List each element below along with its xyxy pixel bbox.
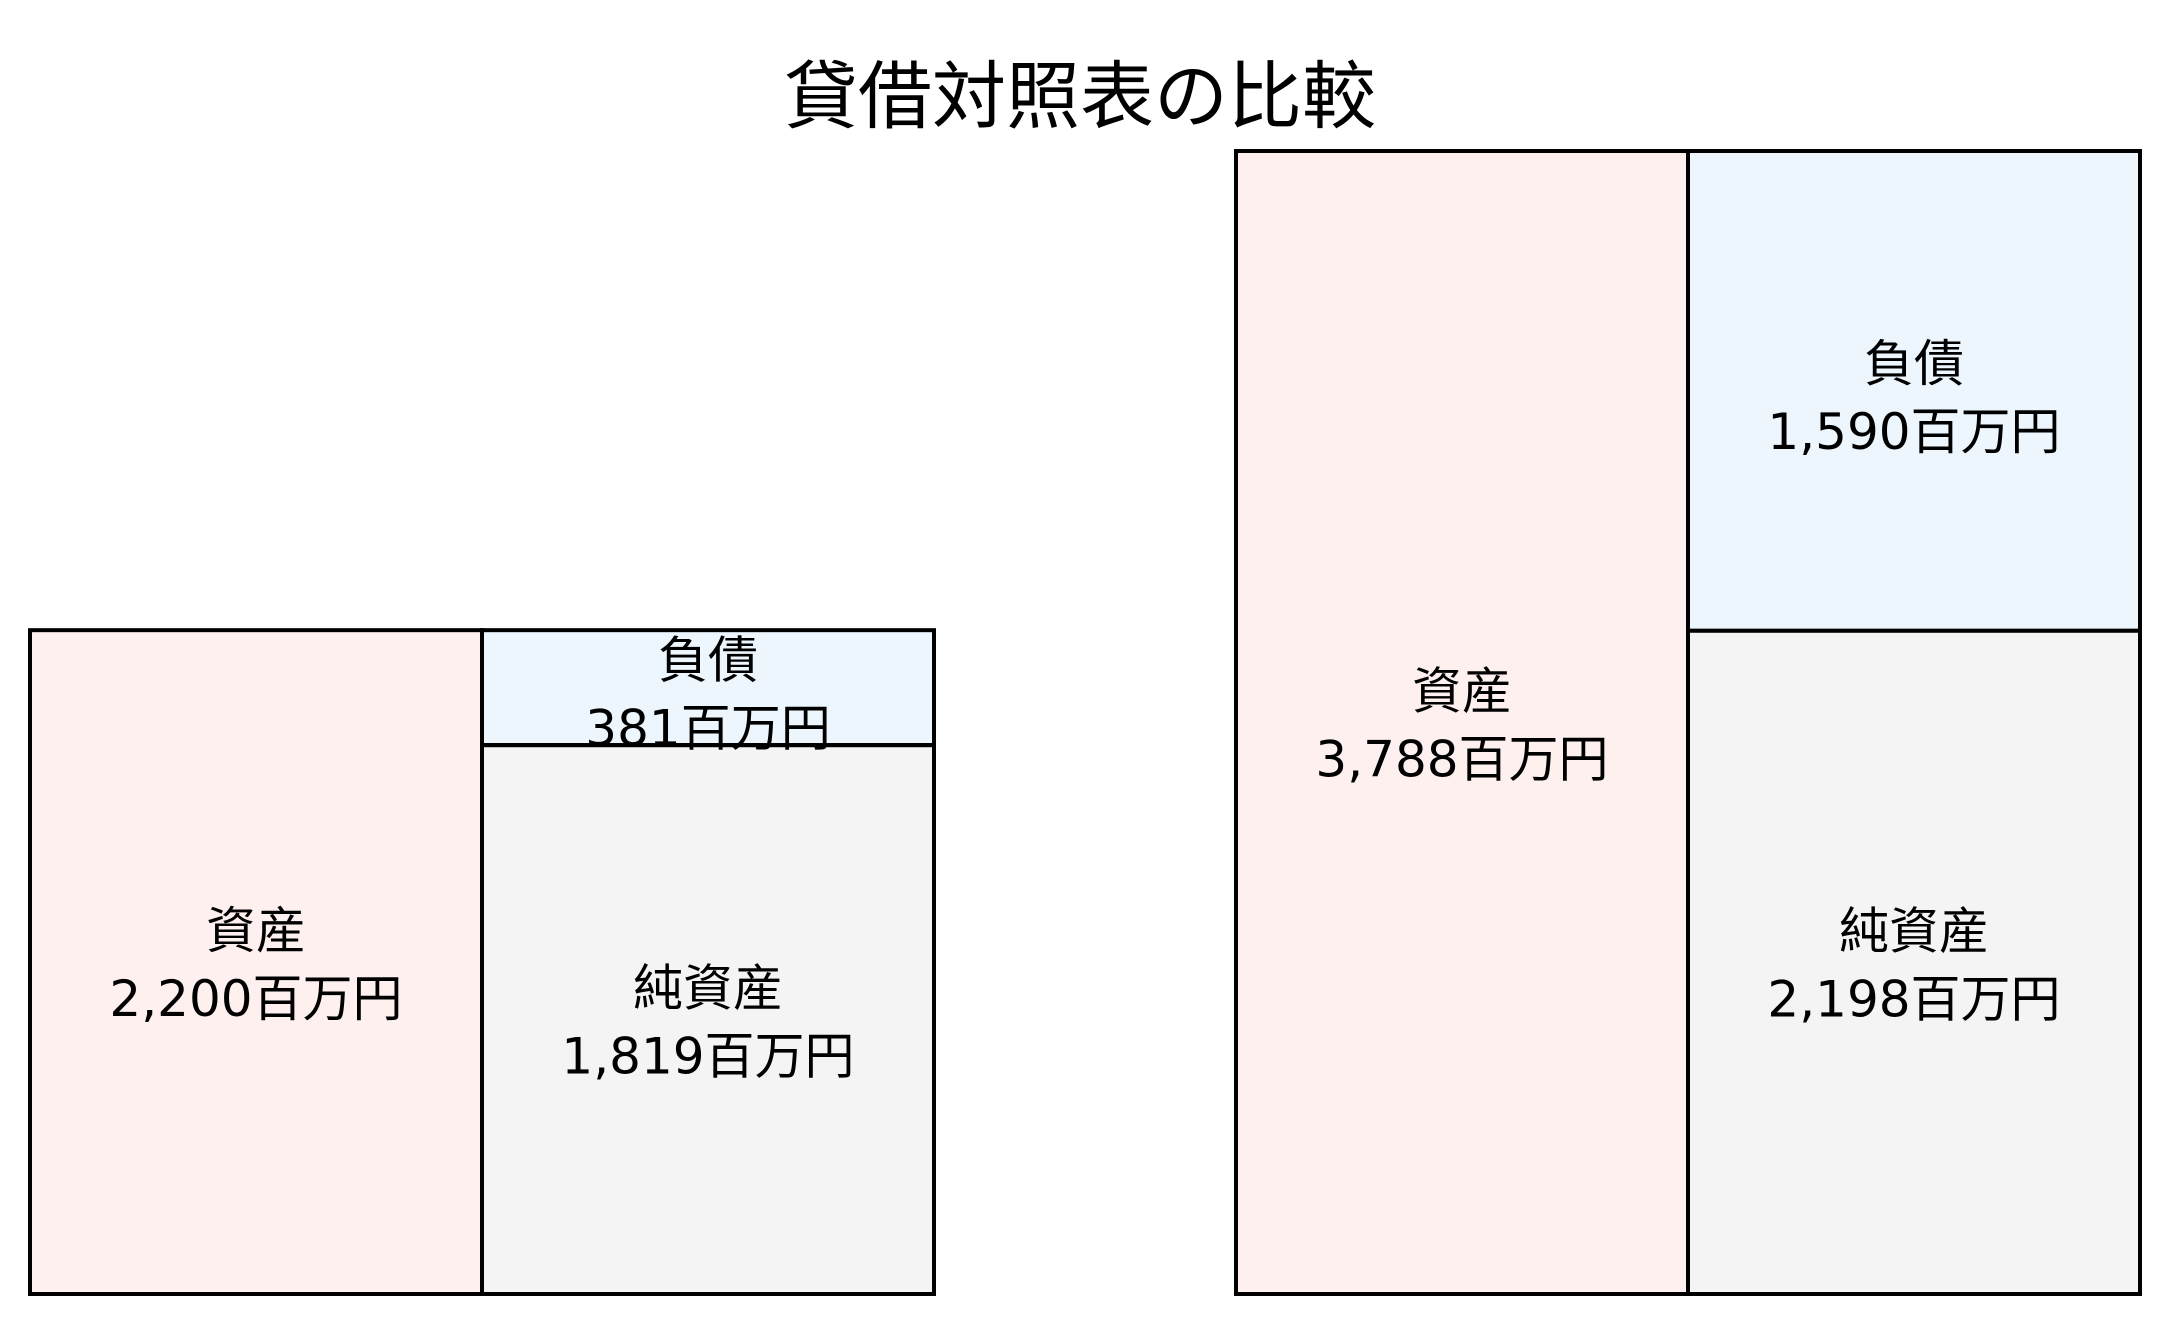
panel-2-net-assets-value: 2,198百万円 bbox=[1767, 970, 2060, 1028]
panel-1-net-assets-label: 純資産 bbox=[633, 960, 783, 1018]
chart-title: 貸借対照表の比較 bbox=[784, 54, 1376, 140]
panel-1-liabilities-box bbox=[480, 628, 936, 748]
panel-2-assets-label: 資産 bbox=[1412, 663, 1512, 721]
panel-2-liabilities-value: 1,590百万円 bbox=[1767, 403, 2060, 461]
panel-1-assets-label: 資産 bbox=[206, 902, 306, 960]
panel-1-liabilities-value: 381百万円 bbox=[585, 700, 830, 758]
panel-1-net-assets-value: 1,819百万円 bbox=[561, 1028, 854, 1086]
panel-2: 資産 3,788百万円 負債 1,590百万円 純資産 2,198百万円 bbox=[1234, 149, 2142, 1296]
panel-1-net-assets-box bbox=[480, 743, 936, 1296]
panel-1-liabilities-label: 負債 bbox=[658, 632, 758, 690]
panel-1-assets-value: 2,200百万円 bbox=[109, 970, 402, 1028]
panel-2-assets-box bbox=[1234, 149, 1690, 1296]
panel-1-divider-line bbox=[482, 743, 934, 748]
panel-2-liabilities-label: 負債 bbox=[1864, 335, 1964, 393]
panel-1: 資産 2,200百万円 負債 381百万円 純資産 1,819百万円 bbox=[28, 628, 936, 1296]
panel-1-assets-box bbox=[28, 628, 484, 1296]
panel-2-net-assets-box bbox=[1686, 628, 2142, 1296]
panel-2-net-assets-label: 純資産 bbox=[1839, 902, 1989, 960]
panel-2-assets-value: 3,788百万円 bbox=[1315, 731, 1608, 789]
panel-2-liabilities-box bbox=[1686, 149, 2142, 633]
